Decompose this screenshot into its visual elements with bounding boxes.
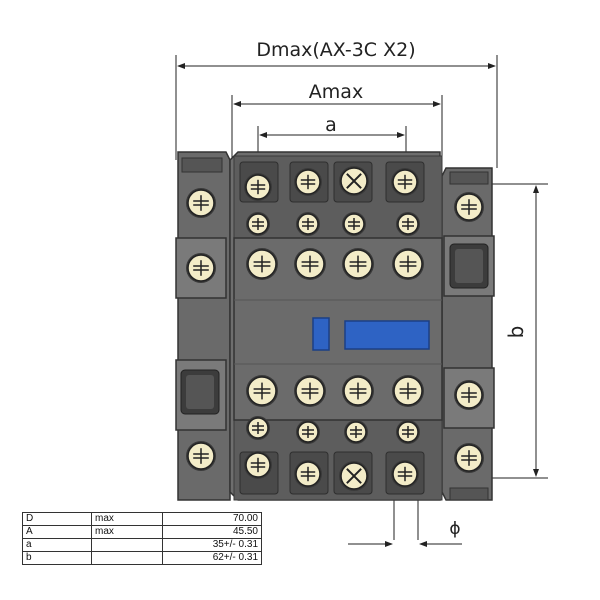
spec-qualifier-cell xyxy=(91,551,163,565)
screw-icon xyxy=(294,248,326,280)
indicator-window xyxy=(344,320,430,350)
screw-icon xyxy=(246,416,270,440)
screw-cross-icon xyxy=(339,461,369,491)
spec-param-cell: a xyxy=(22,538,92,552)
indicator-small xyxy=(312,317,330,351)
b-label: b xyxy=(504,326,528,339)
screw-icon xyxy=(294,460,322,488)
screw-icon xyxy=(342,248,374,280)
screw-icon xyxy=(244,451,272,479)
spec-param-cell: b xyxy=(22,551,92,565)
screw-icon xyxy=(391,460,419,488)
screw-icon xyxy=(296,420,320,444)
screw-icon xyxy=(344,420,368,444)
screw-icon xyxy=(246,248,278,280)
left-aux-block xyxy=(175,151,231,501)
a-label: a xyxy=(325,114,337,136)
spec-value-cell: 35+/- 0.31 xyxy=(162,538,262,552)
spec-value-cell: 62+/- 0.31 xyxy=(162,551,262,565)
screw-icon xyxy=(186,441,216,471)
screw-icon xyxy=(396,212,420,236)
phi-label: ϕ xyxy=(449,519,460,539)
screw-icon xyxy=(186,253,216,283)
screw-cross-icon xyxy=(339,166,369,196)
amax-label: Amax xyxy=(309,81,363,103)
terminal-screws xyxy=(186,166,484,491)
screw-icon xyxy=(186,188,216,218)
screw-icon xyxy=(396,420,420,444)
screw-icon xyxy=(294,375,326,407)
dmax-label: Dmax(AX-3C X2) xyxy=(256,39,415,61)
screw-icon xyxy=(454,380,484,410)
spec-row: a 35+/- 0.31 xyxy=(22,538,262,552)
screw-icon xyxy=(454,192,484,222)
dimension-lines xyxy=(175,55,548,547)
right-aux-block xyxy=(441,167,495,501)
spec-value-cell: 45.50 xyxy=(162,525,262,539)
screw-icon xyxy=(246,375,278,407)
screw-icon xyxy=(296,212,320,236)
screw-icon xyxy=(392,375,424,407)
spec-value-cell: 70.00 xyxy=(162,512,262,526)
screw-icon xyxy=(342,212,366,236)
screw-icon xyxy=(294,168,322,196)
spec-row: b 62+/- 0.31 xyxy=(22,551,262,565)
screw-icon xyxy=(244,173,272,201)
screw-icon xyxy=(342,375,374,407)
spec-param-cell: D xyxy=(22,512,92,526)
spec-qualifier-cell: max xyxy=(91,525,163,539)
screw-icon xyxy=(392,248,424,280)
spec-qualifier-cell: max xyxy=(91,512,163,526)
spec-qualifier-cell xyxy=(91,538,163,552)
screw-icon xyxy=(391,168,419,196)
screw-icon xyxy=(454,443,484,473)
spec-param-cell: A xyxy=(22,525,92,539)
screw-icon xyxy=(246,212,270,236)
main-contactor-body xyxy=(229,151,443,501)
